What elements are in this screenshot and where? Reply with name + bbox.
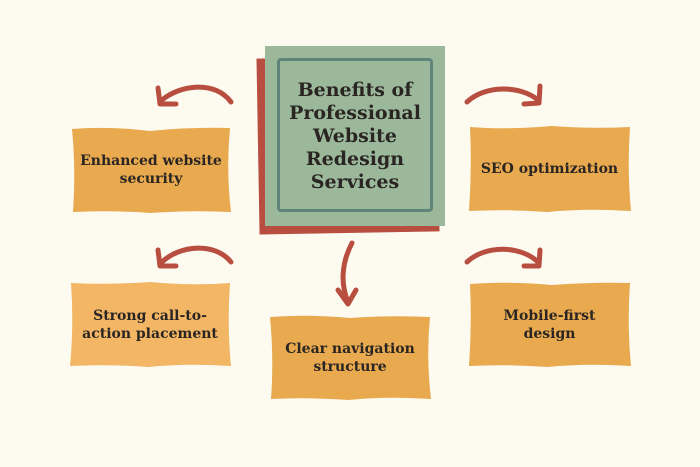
arrow-to-security <box>155 84 234 107</box>
item-label: Enhanced website security <box>80 153 222 187</box>
item-label: Mobile-first design <box>503 307 596 342</box>
item-box-navigation: Clear navigation structure <box>268 314 432 401</box>
arrow-to-mobile <box>464 246 543 269</box>
diagram-title: Benefits of Professional Website Redesig… <box>289 78 421 193</box>
item-label: Strong call-to-action placement <box>82 307 218 342</box>
item-box-mobile: Mobile-first design <box>467 281 632 368</box>
arrow-to-navigation <box>335 240 359 307</box>
arrow-to-cta <box>155 245 234 269</box>
arrow-to-seo <box>464 83 543 107</box>
item-box-security: Enhanced website security <box>70 126 232 214</box>
center-inner-border <box>277 58 433 212</box>
item-box-seo: SEO optimization <box>467 125 632 213</box>
item-box-cta: Strong call-to-action placement <box>68 281 232 368</box>
center-title-box: Benefits of Professional Website Redesig… <box>265 46 445 226</box>
item-label: SEO optimization <box>480 161 619 177</box>
item-label: Clear navigation structure <box>285 340 415 375</box>
